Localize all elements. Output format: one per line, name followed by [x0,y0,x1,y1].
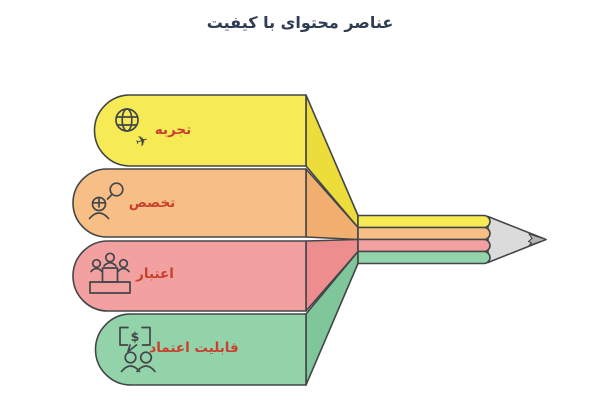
person-search-icon [88,182,124,220]
label-trust: قابلیت اعتماد [149,340,238,356]
banner-expertise [72,168,307,238]
airplane-glyph: ✈ [133,130,151,151]
dollar-glyph: $ [131,329,140,344]
money-chat-people-icon: $ [119,326,156,373]
banner-trust [94,313,307,386]
pencil-lead-tip [527,233,547,247]
pencil-stripe-expertise [357,226,491,241]
pencil-stripe-credibility [357,238,491,253]
banner-credibility [72,240,307,312]
pencil-stripe-experience [357,214,491,229]
label-experience: تجربه [155,122,191,138]
pencil-wood-tip [487,215,547,264]
podium-people-icon [89,252,131,294]
banner-experience [93,94,307,167]
pencil-stripe-trust [357,250,491,265]
page-title: عناصر محتوای با کیفیت [207,13,394,32]
label-expertise: تخصص [129,195,176,211]
label-credibility: اعتبار [135,266,174,282]
globe-airplane-icon: ✈ [115,108,151,152]
